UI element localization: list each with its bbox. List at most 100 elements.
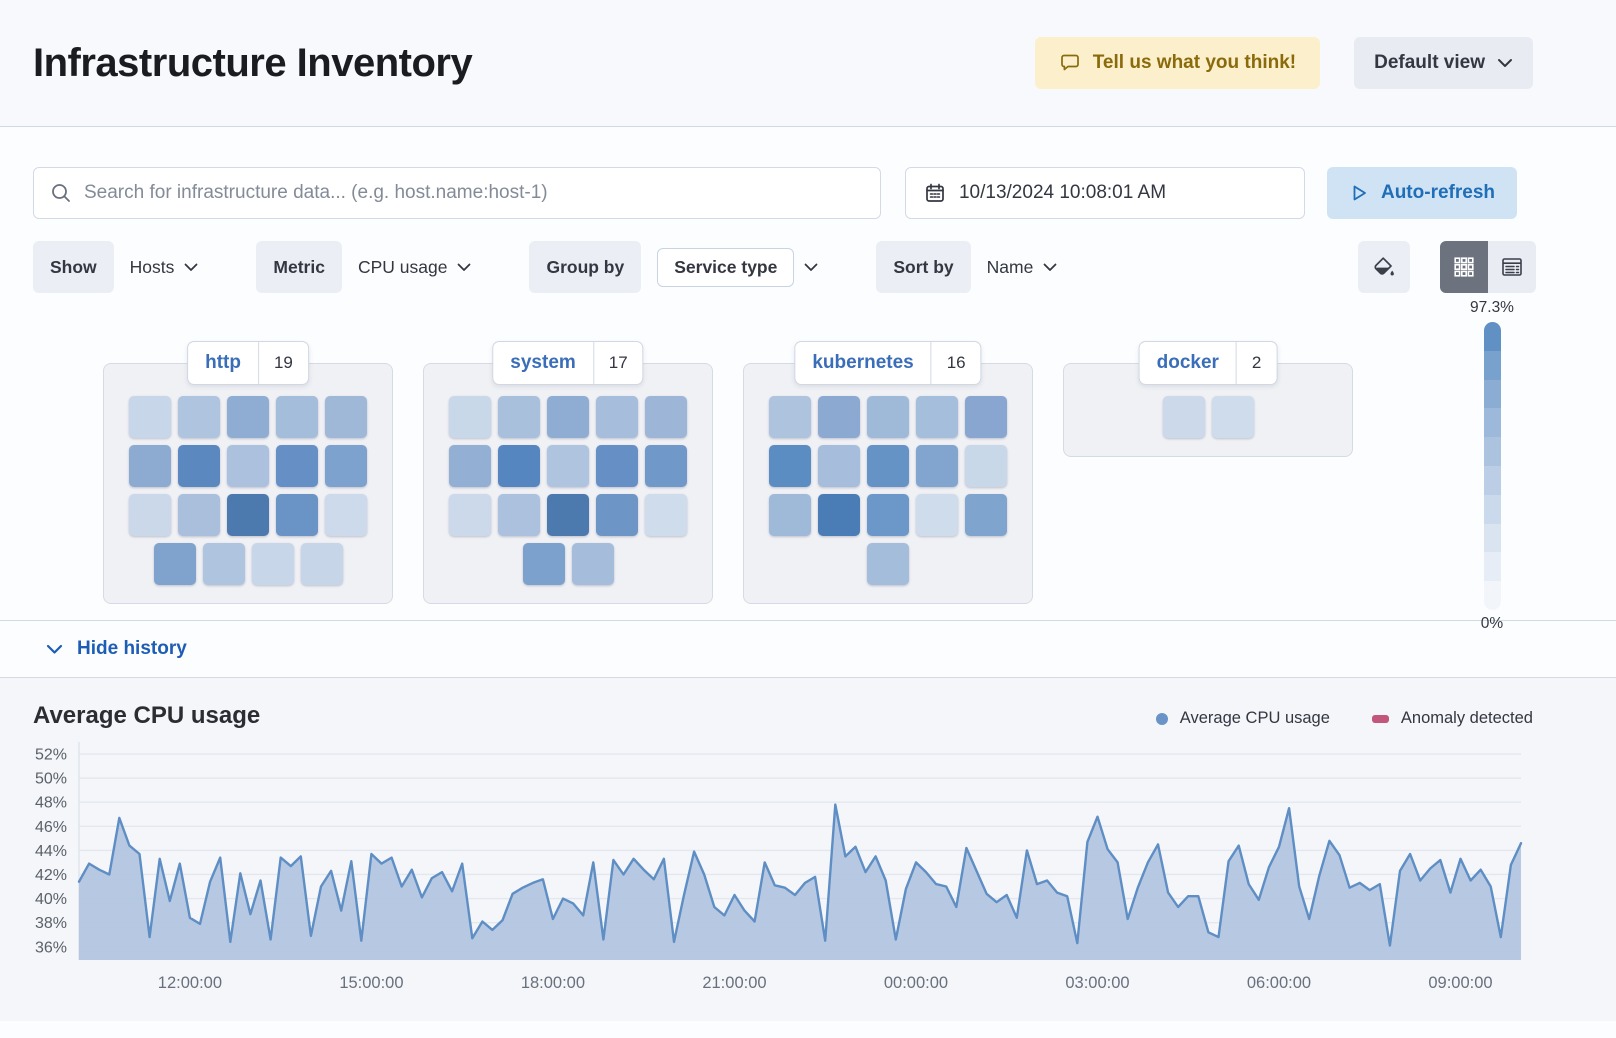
host-tile[interactable] [1211, 396, 1254, 438]
tile-row [424, 543, 712, 585]
group-by-filter-select[interactable]: Service type [641, 241, 834, 293]
host-tile[interactable] [325, 445, 367, 487]
host-tile[interactable] [867, 445, 909, 487]
host-tile[interactable] [276, 445, 318, 487]
host-tile[interactable] [1162, 396, 1205, 438]
severity-scale-legend: 97.3% 0% [1454, 299, 1530, 633]
host-tile[interactable] [916, 445, 958, 487]
host-tile[interactable] [153, 543, 196, 585]
show-filter-select[interactable]: Hosts [114, 241, 215, 293]
host-tile[interactable] [547, 494, 589, 536]
host-tile[interactable] [596, 494, 638, 536]
auto-refresh-button[interactable]: Auto-refresh [1326, 167, 1517, 219]
auto-refresh-label: Auto-refresh [1380, 182, 1495, 203]
host-tile[interactable] [965, 396, 1007, 438]
host-tile[interactable] [498, 396, 540, 438]
host-tile[interactable] [596, 445, 638, 487]
svg-text:09:00:00: 09:00:00 [1428, 974, 1492, 992]
history-toggle[interactable]: Hide history [0, 620, 1616, 677]
host-tile[interactable] [571, 543, 614, 585]
scale-step [1483, 465, 1501, 495]
host-tile[interactable] [129, 445, 171, 487]
host-tile[interactable] [178, 494, 220, 536]
host-tile[interactable] [867, 396, 909, 438]
divider [592, 342, 594, 384]
host-tile[interactable] [522, 543, 565, 585]
sort-by-filter-select[interactable]: Name [971, 241, 1074, 293]
host-tile[interactable] [818, 494, 860, 536]
grid-view-icon [1454, 257, 1474, 277]
host-tile[interactable] [769, 396, 811, 438]
svg-text:50%: 50% [35, 771, 67, 788]
chart-legend: Average CPU usage Anomaly detected [1155, 709, 1533, 730]
host-tile[interactable] [129, 494, 171, 536]
host-tile[interactable] [769, 445, 811, 487]
saved-view-selector[interactable]: Default view [1354, 37, 1533, 89]
host-tile[interactable] [769, 494, 811, 536]
svg-text:38%: 38% [35, 915, 67, 932]
metric-filter: Metric CPU usage [256, 241, 487, 293]
host-tile[interactable] [916, 494, 958, 536]
host-tile[interactable] [178, 445, 220, 487]
series-dot-icon [1155, 712, 1168, 725]
host-tile[interactable] [202, 543, 245, 585]
host-tile[interactable] [276, 396, 318, 438]
svg-text:12:00:00: 12:00:00 [158, 974, 222, 992]
host-tile[interactable] [498, 494, 540, 536]
filter-toolbar: Show Hosts Metric CPU usage Group by Ser… [33, 241, 1536, 293]
host-tile[interactable] [596, 396, 638, 438]
host-tile[interactable] [498, 445, 540, 487]
host-tile[interactable] [818, 396, 860, 438]
host-tile[interactable] [227, 445, 269, 487]
host-tile[interactable] [276, 494, 318, 536]
host-tile[interactable] [645, 445, 687, 487]
host-tile[interactable] [867, 543, 909, 585]
host-tile[interactable] [325, 396, 367, 438]
host-tile[interactable] [129, 396, 171, 438]
group-name: docker [1156, 352, 1219, 373]
host-tile[interactable] [325, 494, 367, 536]
host-tile[interactable] [965, 494, 1007, 536]
host-tile[interactable] [251, 543, 294, 585]
scale-step [1483, 408, 1501, 438]
host-tile[interactable] [300, 543, 343, 585]
host-tile[interactable] [449, 396, 491, 438]
chevron-down-icon [1497, 58, 1513, 68]
host-tile[interactable] [449, 445, 491, 487]
svg-text:42%: 42% [35, 867, 67, 884]
host-tile[interactable] [178, 396, 220, 438]
legend-item[interactable]: Anomaly detected [1371, 709, 1533, 728]
host-tile[interactable] [547, 396, 589, 438]
group-by-filter: Group by Service type [529, 241, 834, 293]
group-by-chip[interactable]: Service type [657, 247, 795, 287]
date-time-picker[interactable]: 10/13/2024 10:08:01 AM [904, 167, 1305, 219]
search-input[interactable] [84, 182, 864, 204]
show-filter-label: Show [33, 241, 114, 293]
table-view-button[interactable] [1488, 241, 1536, 293]
group-box-kubernetes [743, 363, 1033, 604]
color-palette-button[interactable] [1358, 241, 1410, 293]
scale-step [1483, 494, 1501, 524]
host-tile[interactable] [547, 445, 589, 487]
host-tile[interactable] [227, 494, 269, 536]
map-view-button[interactable] [1440, 241, 1488, 293]
host-tile[interactable] [645, 494, 687, 536]
host-tile[interactable] [867, 494, 909, 536]
legend-item[interactable]: Average CPU usage [1155, 709, 1330, 728]
host-tile[interactable] [965, 445, 1007, 487]
metric-filter-select[interactable]: CPU usage [342, 241, 488, 293]
host-tile[interactable] [645, 396, 687, 438]
feedback-button[interactable]: Tell us what you think! [1034, 37, 1321, 89]
host-tile[interactable] [916, 396, 958, 438]
host-tile[interactable] [818, 445, 860, 487]
host-tile[interactable] [227, 396, 269, 438]
search-box[interactable] [33, 167, 881, 219]
host-tile[interactable] [449, 494, 491, 536]
chevron-down-icon [804, 263, 818, 271]
